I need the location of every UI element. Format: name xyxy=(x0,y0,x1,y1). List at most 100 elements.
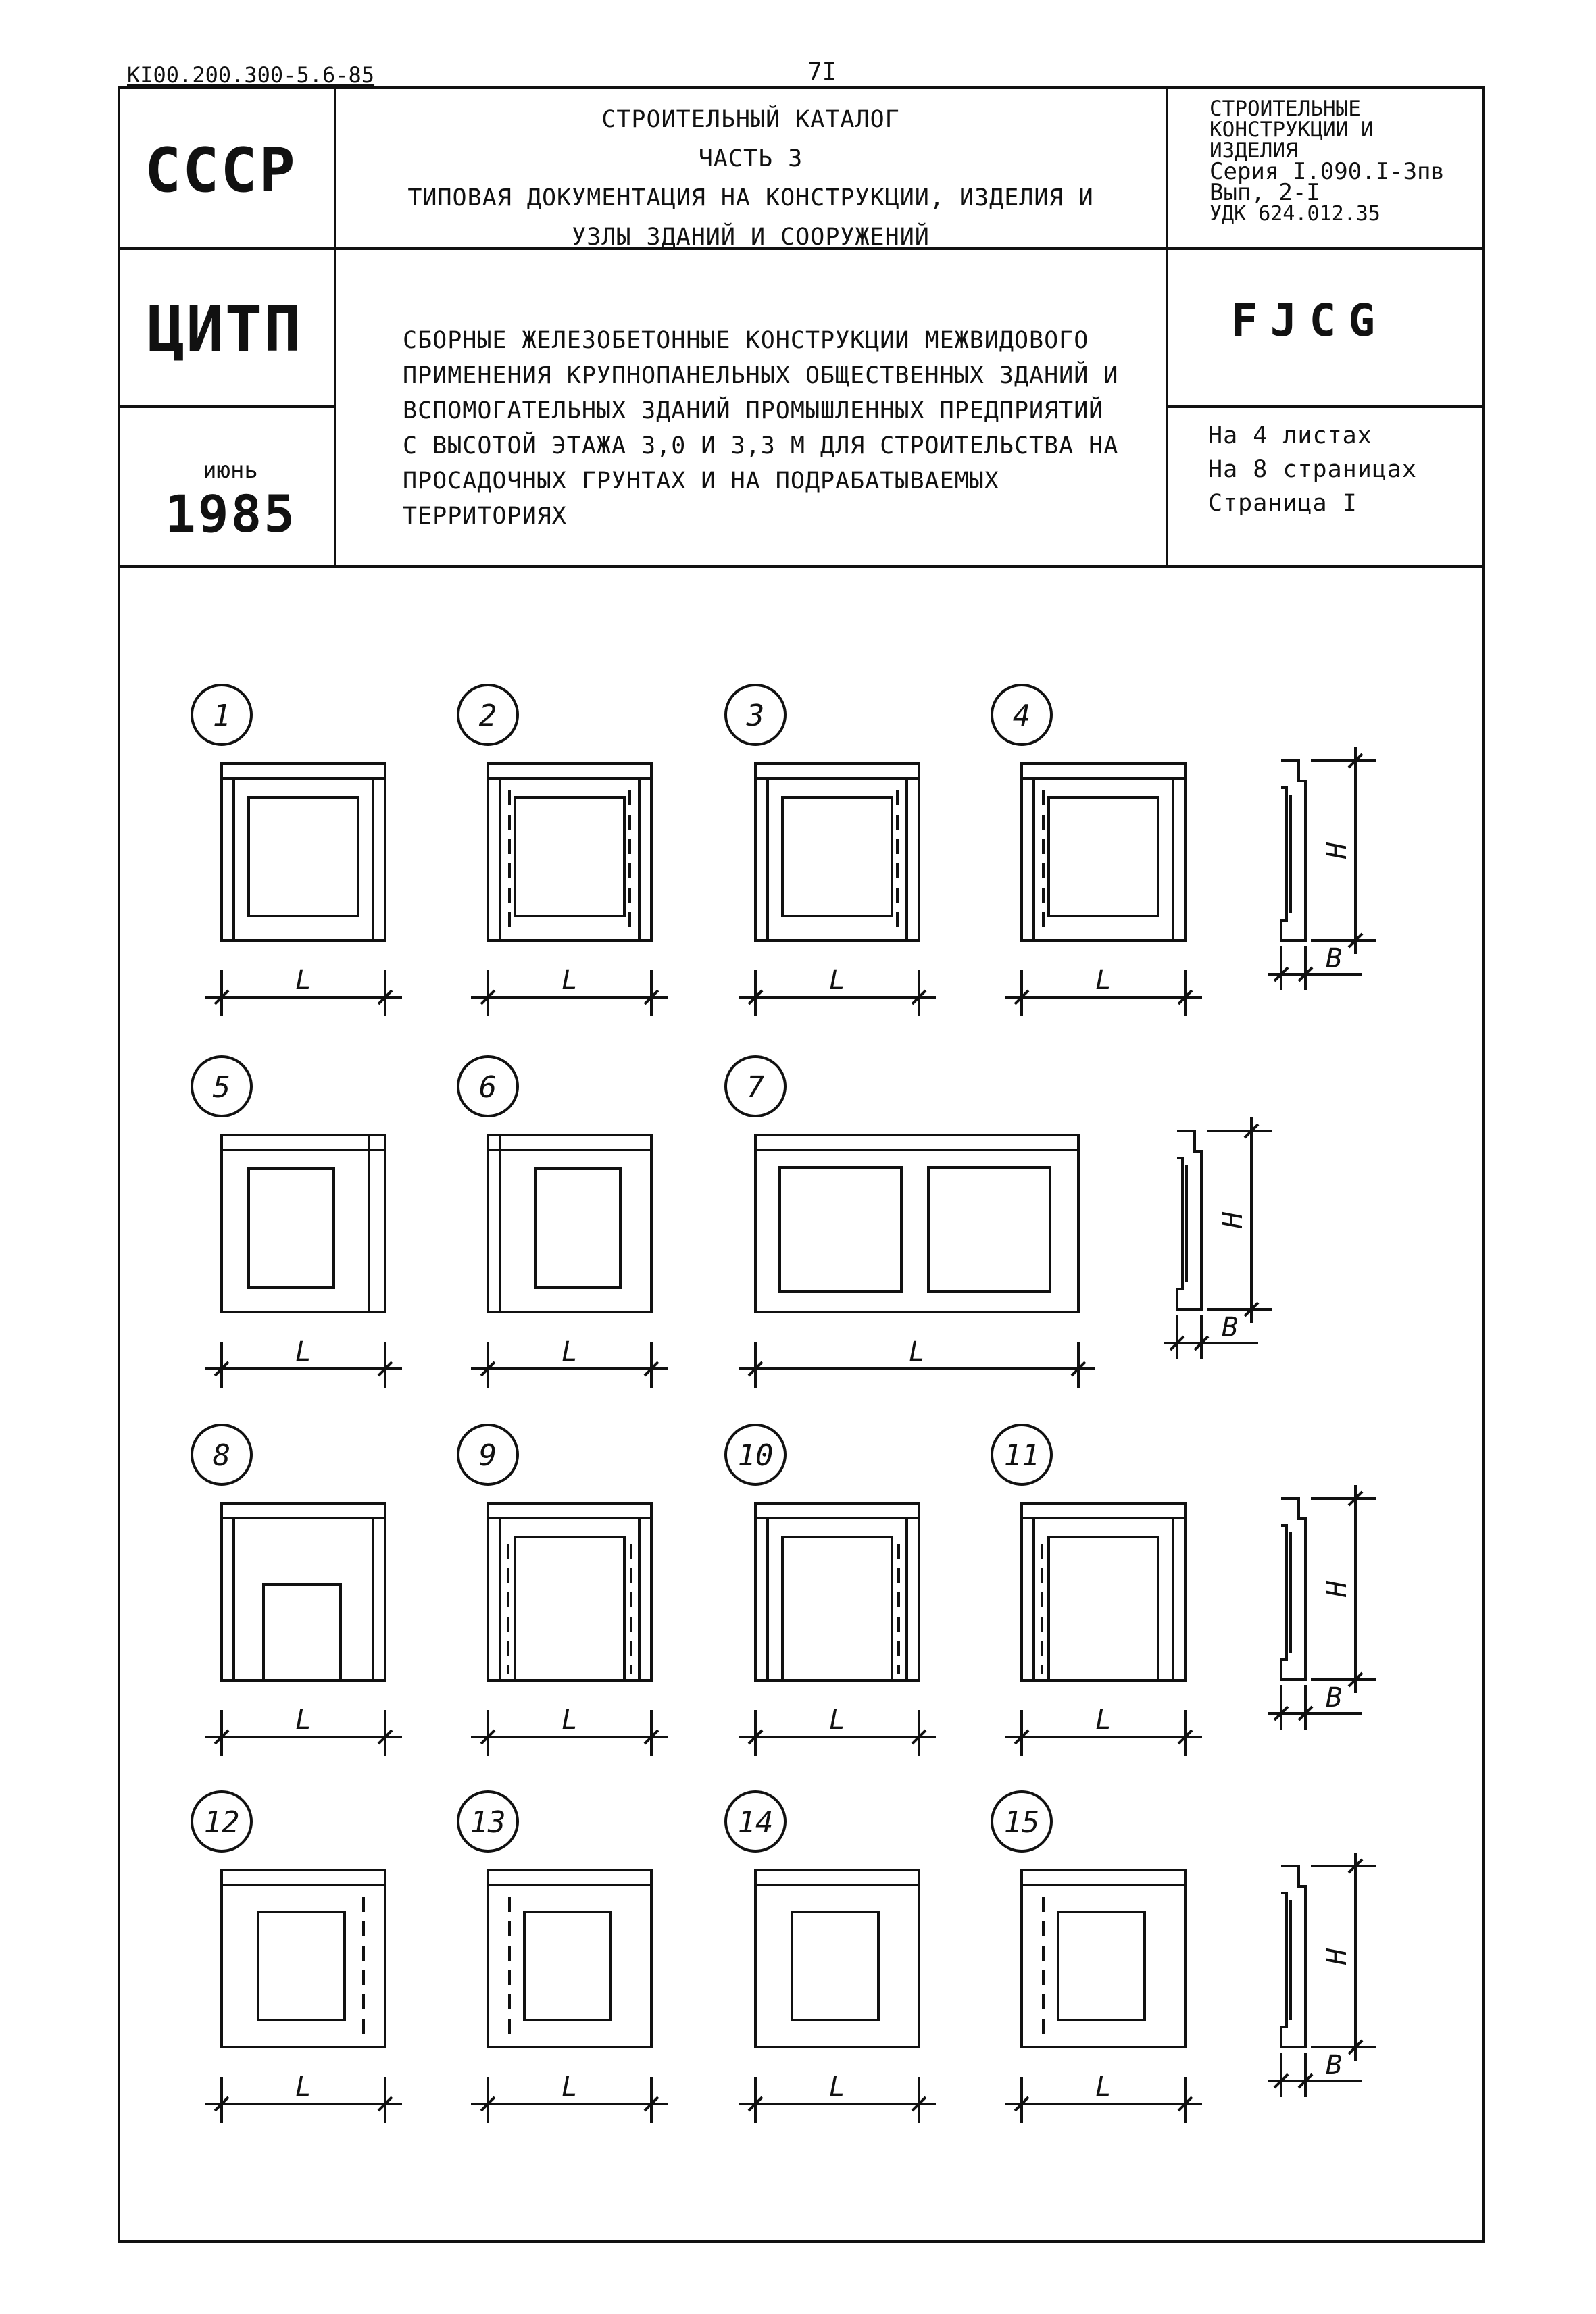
panel-8: 8L xyxy=(191,1424,402,1756)
title-line: ВСПОМОГАТЕЛЬНЫХ ЗДАНИЙ ПРОМЫШЛЕННЫХ ПРЕД… xyxy=(403,397,1104,424)
title-block-divider-3 xyxy=(1166,405,1485,408)
dimension-tick xyxy=(643,1729,659,1745)
dimension-tick xyxy=(911,2096,927,2112)
sheet-frame xyxy=(118,86,1485,2243)
portal-opening xyxy=(781,1536,893,1680)
panel-outline xyxy=(220,1502,386,1682)
title-block-bottom-line xyxy=(118,565,1485,568)
panel-number-circle xyxy=(724,684,787,746)
window-opening xyxy=(1047,796,1159,917)
stamp-year: 1985 xyxy=(165,484,297,544)
panel-number-circle xyxy=(457,684,519,746)
panel-outline xyxy=(487,762,653,942)
dimension-tick xyxy=(747,1361,764,1377)
panel-number: 4 xyxy=(1013,699,1031,733)
panel-10: 10L xyxy=(724,1424,936,1756)
window-opening xyxy=(791,1911,880,2021)
section-profile xyxy=(1176,1130,1203,1311)
panel-number-circle xyxy=(191,1790,253,1853)
panel-number: 5 xyxy=(213,1070,231,1105)
panel-2: 2L xyxy=(457,684,668,1016)
dimension-tick xyxy=(1297,966,1314,982)
panel-outline xyxy=(220,1134,386,1313)
dimension-tick xyxy=(1347,1490,1364,1507)
section-profile xyxy=(1280,1497,1307,1681)
dimension-tick xyxy=(214,2096,230,2112)
panel-9: 9L xyxy=(457,1424,668,1756)
dimension-label-b: B xyxy=(1326,1682,1342,1713)
panel-13: 13L xyxy=(457,1790,668,2123)
dimension-label-h: H xyxy=(1218,1211,1249,1229)
section-row-4: HB xyxy=(1268,1853,1376,2097)
dimension-tick xyxy=(377,1729,393,1745)
panel-number: 11 xyxy=(1004,1438,1040,1473)
title-block-divider-1 xyxy=(118,247,1485,250)
panel-number-circle xyxy=(724,1424,787,1486)
title-line: С ВЫСОТОЙ ЭТАЖА 3,0 И 3,3 М ДЛЯ СТРОИТЕЛ… xyxy=(403,432,1119,459)
sheet-count: На 4 листах На 8 страницах Страница I xyxy=(1208,419,1417,520)
panel-number-circle xyxy=(724,1790,787,1853)
dimension-tick xyxy=(1177,2096,1193,2112)
dimension-label-l: L xyxy=(295,1336,311,1367)
window-opening xyxy=(927,1166,1051,1293)
stamp-country: СССР xyxy=(145,135,297,206)
panel-number-circle xyxy=(724,1055,787,1117)
window-opening xyxy=(534,1167,622,1289)
dimension-tick xyxy=(480,989,496,1005)
panel-outline xyxy=(1020,1869,1187,2048)
panel-number: 9 xyxy=(479,1438,497,1473)
dimension-label-l: L xyxy=(829,2071,845,2103)
dimension-label-l: L xyxy=(1095,2071,1112,2103)
section-profile xyxy=(1280,759,1307,942)
dimension-label-l: L xyxy=(295,1705,311,1736)
dimension-tick xyxy=(747,989,764,1005)
catalog-code: FJCG xyxy=(1231,295,1387,347)
panel-4: 4L xyxy=(991,684,1202,1016)
panel-outline xyxy=(754,1869,920,2048)
title-line: СБОРНЫЕ ЖЕЛЕЗОБЕТОННЫЕ КОНСТРУКЦИИ МЕЖВИ… xyxy=(403,327,1089,354)
section-profile xyxy=(1280,1865,1307,2048)
panel-number: 3 xyxy=(746,699,765,733)
dimension-tick xyxy=(1014,989,1030,1005)
panel-number-circle xyxy=(991,1424,1053,1486)
window-opening xyxy=(1057,1911,1146,2021)
panel-outline xyxy=(754,1134,1080,1313)
section-info: СТРОИТЕЛЬНЫЕ КОНСТРУКЦИИ И ИЗДЕЛИЯ Серия… xyxy=(1210,99,1480,225)
dimension-tick xyxy=(1273,1705,1289,1721)
dimension-tick xyxy=(377,2096,393,2112)
dimension-tick xyxy=(747,1729,764,1745)
dimension-label-l: L xyxy=(829,965,845,996)
dimension-label-b: B xyxy=(1326,943,1342,974)
window-opening xyxy=(247,796,359,917)
section-row-2: HB xyxy=(1164,1117,1272,1359)
dimension-label-l: L xyxy=(562,1705,578,1736)
dimension-tick xyxy=(1297,1705,1314,1721)
panel-outline xyxy=(754,762,920,942)
page-number: 7I xyxy=(807,58,837,86)
dimension-tick xyxy=(480,1361,496,1377)
dimension-tick xyxy=(1014,1729,1030,1745)
door-opening xyxy=(262,1583,342,1680)
panel-12: 12L xyxy=(191,1790,402,2123)
window-opening xyxy=(778,1166,903,1293)
dimension-tick xyxy=(1347,2039,1364,2055)
dimension-tick xyxy=(643,1361,659,1377)
section-line: Серия I.090.I-3пв xyxy=(1210,158,1445,185)
panel-15: 15L xyxy=(991,1790,1202,2123)
dimension-label-l: L xyxy=(1095,965,1112,996)
catalog-line: ЧАСТЬ 3 xyxy=(698,145,803,172)
catalog-heading: СТРОИТЕЛЬНЫЙ КАТАЛОГ ЧАСТЬ 3 ТИПОВАЯ ДОК… xyxy=(338,100,1164,257)
dimension-tick xyxy=(480,2096,496,2112)
sheets-line: На 4 листах xyxy=(1208,422,1372,449)
dimension-tick xyxy=(643,2096,659,2112)
dimension-tick xyxy=(1177,989,1193,1005)
document-code: KI00.200.300-5.6-85 xyxy=(127,62,375,88)
window-opening xyxy=(247,1167,335,1289)
panel-number: 14 xyxy=(738,1805,774,1840)
dimension-label-b: B xyxy=(1326,2050,1342,2081)
section-line: ИЗДЕЛИЯ xyxy=(1210,139,1298,163)
dimension-tick xyxy=(1177,1729,1193,1745)
dimension-tick xyxy=(1347,932,1364,949)
dimension-tick xyxy=(1347,1858,1364,1874)
section-line: Вып, 2-I xyxy=(1210,179,1320,206)
